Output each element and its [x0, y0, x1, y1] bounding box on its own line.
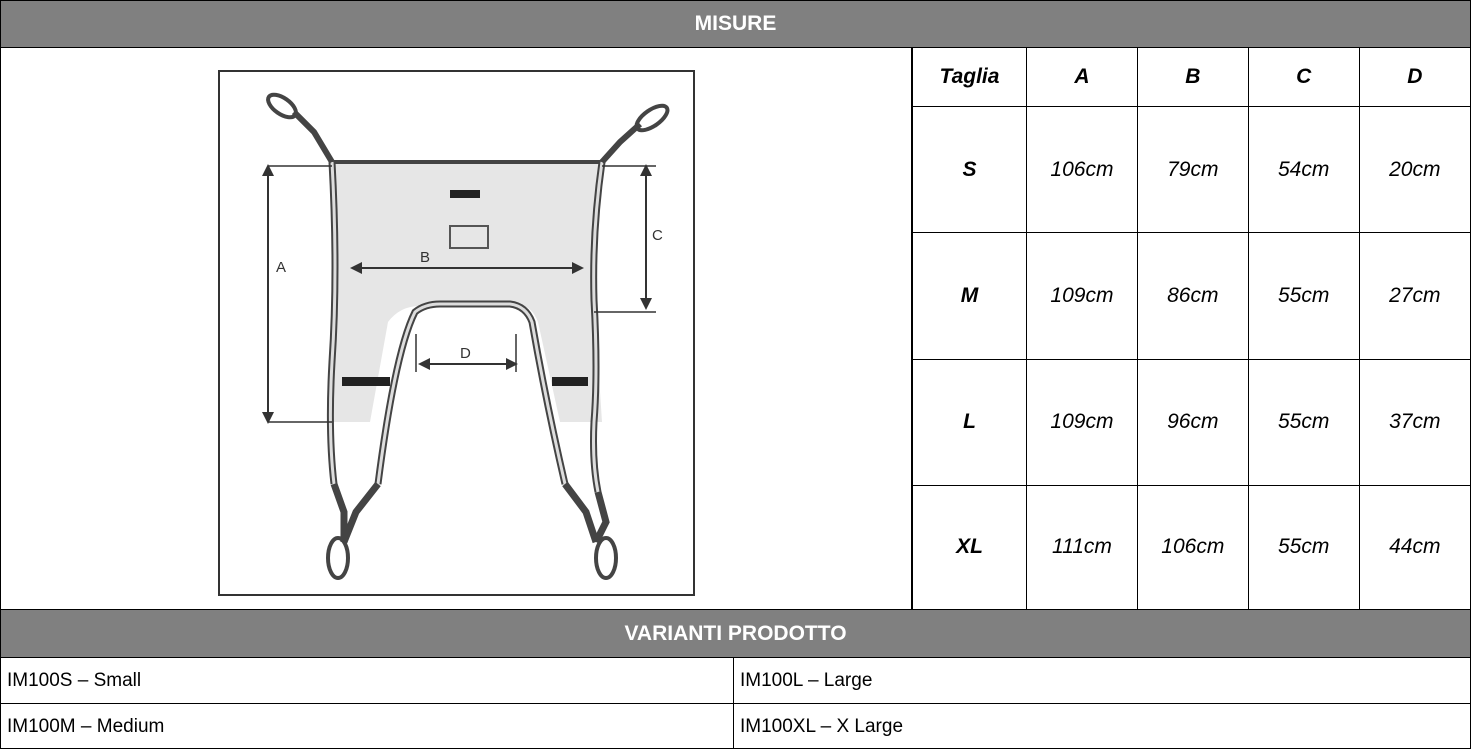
- value-cell: 20cm: [1358, 106, 1470, 234]
- value-cell: 109cm: [1026, 359, 1138, 486]
- value-cell: 55cm: [1247, 485, 1360, 609]
- table-row: L 109cm 96cm 55cm 37cm: [912, 359, 1470, 486]
- sling-illustration: A B C D: [262, 92, 670, 580]
- header-b: B: [1136, 48, 1249, 107]
- table-row: XL 111cm 106cm 55cm 44cm: [912, 485, 1470, 609]
- value-cell: 55cm: [1247, 232, 1360, 360]
- value-cell: 79cm: [1136, 106, 1249, 234]
- variants-header: VARIANTI PRODOTTO: [1, 609, 1470, 658]
- value-cell: 109cm: [1026, 232, 1138, 360]
- value-cell: 27cm: [1358, 232, 1470, 360]
- value-cell: 86cm: [1136, 232, 1249, 360]
- table-row: S 106cm 79cm 54cm 20cm: [912, 106, 1470, 234]
- value-cell: 55cm: [1247, 359, 1360, 486]
- value-cell: 106cm: [1136, 485, 1249, 609]
- table-row: M 109cm 86cm 55cm 27cm: [912, 232, 1470, 360]
- value-cell: 96cm: [1136, 359, 1249, 486]
- header-a: A: [1026, 48, 1138, 107]
- size-cell: S: [912, 106, 1027, 234]
- value-cell: 44cm: [1358, 485, 1470, 609]
- size-cell: XL: [912, 485, 1027, 609]
- diagram-cell: A B C D: [1, 48, 912, 609]
- variant-cell: IM100M – Medium: [1, 703, 734, 749]
- size-table: Taglia A B C D S 106cm 79cm 54cm 20cm M …: [912, 48, 1470, 609]
- value-cell: 37cm: [1358, 359, 1470, 486]
- dimension-d-label: D: [460, 345, 471, 362]
- header-c: C: [1247, 48, 1360, 107]
- size-table-header: Taglia A B C D: [912, 48, 1470, 107]
- header-taglia: Taglia: [912, 48, 1027, 107]
- measures-header: MISURE: [1, 1, 1470, 48]
- value-cell: 111cm: [1026, 485, 1138, 609]
- table-row: IM100M – Medium IM100XL – X Large: [1, 703, 1470, 749]
- header-d: D: [1358, 48, 1470, 107]
- dimension-c-label: C: [652, 227, 663, 244]
- variant-cell: IM100L – Large: [733, 658, 1470, 704]
- table-row: IM100S – Small IM100L – Large: [1, 658, 1470, 704]
- dimension-a-label: A: [276, 259, 286, 276]
- variants-table: IM100S – Small IM100L – Large IM100M – M…: [1, 658, 1470, 749]
- variant-cell: IM100S – Small: [1, 658, 734, 704]
- size-cell: L: [912, 359, 1027, 486]
- variant-cell: IM100XL – X Large: [740, 715, 904, 737]
- dimension-b-label: B: [420, 249, 430, 266]
- measures-title: MISURE: [694, 12, 777, 35]
- sling-diagram: A B C D: [218, 70, 695, 596]
- size-cell: M: [912, 232, 1027, 360]
- value-cell: 54cm: [1247, 106, 1360, 234]
- value-cell: 106cm: [1026, 106, 1138, 234]
- variants-title: VARIANTI PRODOTTO: [624, 621, 847, 645]
